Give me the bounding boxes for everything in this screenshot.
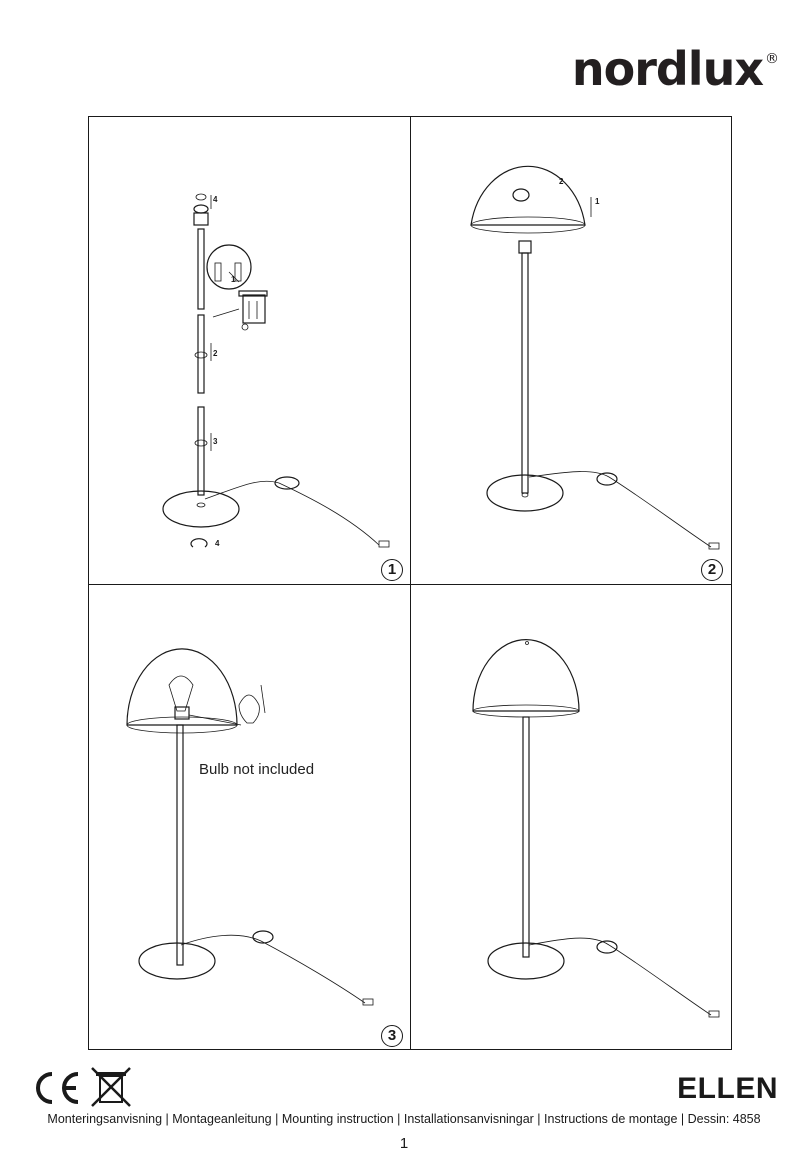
compliance-marks <box>30 1066 140 1113</box>
finished-lamp-illustration <box>472 639 720 1018</box>
grid-divider-vertical <box>410 117 411 1049</box>
part-label: 1 <box>595 197 600 206</box>
part-label: 1 <box>231 275 236 284</box>
bulb-note: Bulb not included <box>199 761 315 778</box>
panel-step-2: 2 1 2 <box>411 117 731 583</box>
step-number: 2 <box>701 559 723 581</box>
part-label: 4 <box>213 195 218 204</box>
part-label: 2 <box>559 177 564 186</box>
model-name: ELLEN <box>677 1072 778 1105</box>
registered-mark: ® <box>765 50 779 67</box>
panel-finished-lamp <box>411 585 731 1051</box>
part-label: 3 <box>213 437 218 446</box>
weee-bin-icon <box>91 1067 131 1107</box>
part-label: 2 <box>213 349 218 358</box>
grid-divider-horizontal <box>89 584 731 585</box>
exploded-lamp-illustration <box>162 193 390 548</box>
panel-step-1: 4 1 2 3 4 1 <box>89 117 409 583</box>
brand-logo: nordlux® <box>571 42 779 96</box>
brand-name: nordlux <box>571 42 764 96</box>
bulb-install-illustration <box>126 648 374 1006</box>
shade-assembly-illustration <box>470 165 720 550</box>
instruction-subtitle: Monteringsanvisning | Montageanleitung |… <box>47 1112 761 1126</box>
ce-mark-icon <box>36 1072 79 1104</box>
part-label: 4 <box>215 539 220 548</box>
instruction-grid: 4 1 2 3 4 1 2 1 2 <box>88 116 732 1050</box>
page-number: 1 <box>399 1135 409 1152</box>
step-number: 1 <box>381 559 403 581</box>
panel-step-3: Bulb not included 3 <box>89 585 409 1051</box>
step-number: 3 <box>381 1025 403 1047</box>
